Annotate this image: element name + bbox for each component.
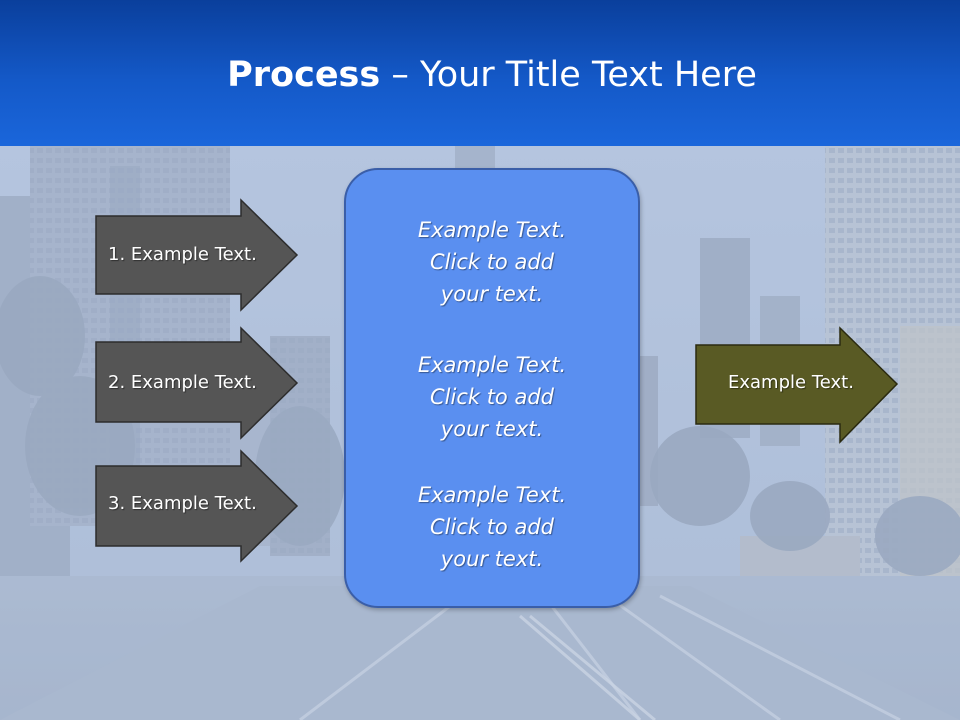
step-label: 1. Example Text. [108, 244, 257, 265]
step-arrow-3[interactable]: 3. Example Text. [95, 449, 300, 563]
block-line: Example Text. [417, 218, 567, 242]
block-line: Click to add [429, 250, 554, 274]
arrow-shape-icon [695, 326, 899, 444]
title-bar: Process – Your Title Text Here [0, 0, 960, 146]
step-label: 2. Example Text. [108, 372, 257, 393]
title-rest-text: – Your Title Text Here [380, 55, 757, 95]
block-line: your text. [440, 547, 544, 571]
center-text-block-3: Example Text. Click to add your text. [346, 479, 638, 575]
block-line: Click to add [429, 385, 554, 409]
step-label: 3. Example Text. [108, 493, 257, 514]
result-arrow[interactable]: Example Text. [695, 326, 900, 444]
arrow-shape-icon [95, 449, 299, 563]
block-line: your text. [440, 417, 544, 441]
arrow-shape-icon [95, 326, 299, 440]
center-text-block-2: Example Text. Click to add your text. [346, 349, 638, 445]
result-label: Example Text. [728, 372, 854, 393]
block-line: Example Text. [417, 353, 567, 377]
center-text-box[interactable]: Example Text. Click to add your text. Ex… [344, 168, 640, 608]
block-line: your text. [440, 282, 544, 306]
arrow-shape-icon [95, 198, 299, 312]
slide-title[interactable]: Process – Your Title Text Here [0, 55, 960, 95]
block-line: Example Text. [417, 483, 567, 507]
step-arrow-1[interactable]: 1. Example Text. [95, 198, 300, 312]
block-line: Click to add [429, 515, 554, 539]
step-arrow-2[interactable]: 2. Example Text. [95, 326, 300, 440]
title-bold-text: Process [227, 55, 381, 95]
center-text-block-1: Example Text. Click to add your text. [346, 214, 638, 310]
